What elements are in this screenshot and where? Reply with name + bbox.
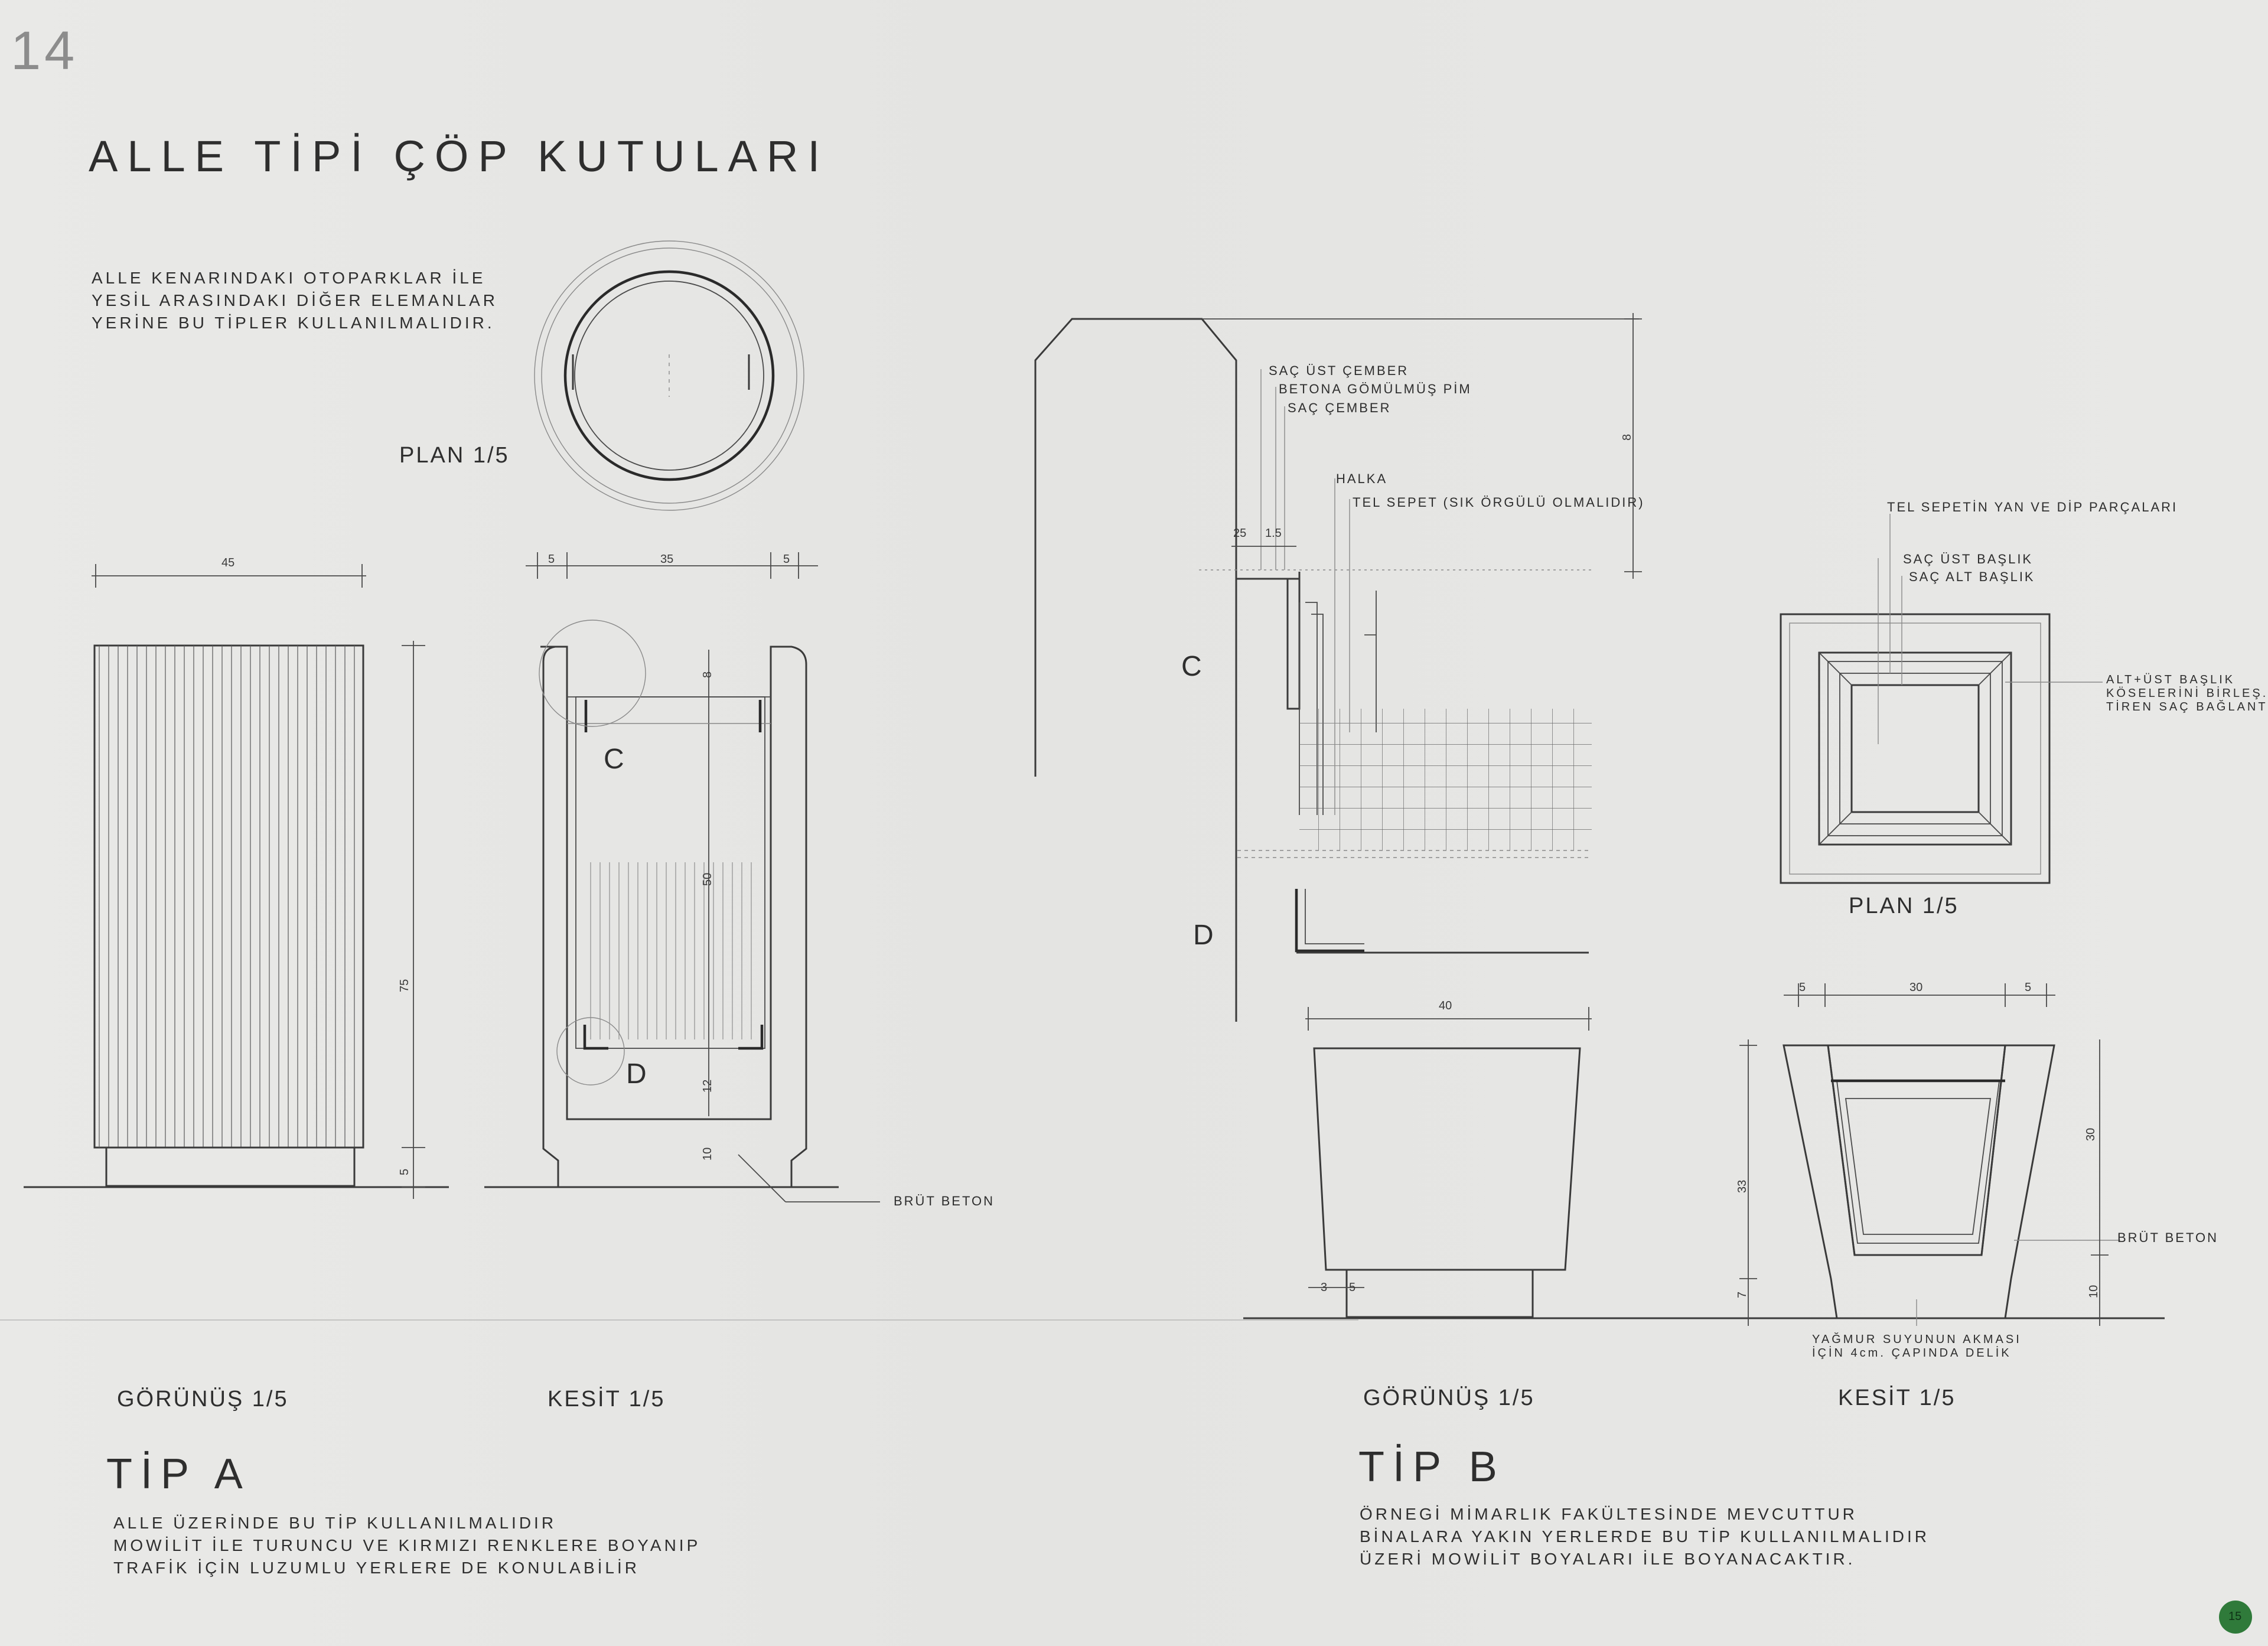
tip-b-dim-sec-h-outer: 33 bbox=[1736, 1179, 1749, 1193]
detail-c-label: C bbox=[1181, 651, 1202, 682]
tip-a-concrete-callout: BRÜT BETON bbox=[894, 1194, 995, 1208]
tip-b-heading: TİP B bbox=[1358, 1443, 1506, 1491]
tip-a-plan bbox=[534, 240, 804, 511]
tip-b-plan bbox=[1780, 514, 2103, 884]
tip-a-dim-sec-base: 10 bbox=[701, 1147, 714, 1161]
detail-dim-1: 25 bbox=[1233, 527, 1247, 540]
tip-b-top-cap-callout: SAÇ ÜST BAŞLIK bbox=[1903, 552, 2034, 566]
tip-b-dim-width: 40 bbox=[1439, 999, 1452, 1012]
tip-b-view-label: GÖRÜNÜŞ 1/5 bbox=[1363, 1386, 1535, 1410]
tip-b-section-label: KESİT 1/5 bbox=[1838, 1386, 1956, 1410]
tip-b-dim-sec-right: 5 bbox=[2025, 981, 2032, 994]
tip-a-dim-sec-inner: 50 bbox=[701, 872, 714, 886]
tip-a-dim-base: 5 bbox=[398, 1168, 411, 1175]
callout-sac-ust-cember: SAÇ ÜST ÇEMBER bbox=[1269, 363, 1409, 378]
archive-stamp-number: 15 bbox=[2228, 1610, 2242, 1623]
callout-tel-sepet: TEL SEPET (SIK ÖRGÜLÜ OLMALIDIR) bbox=[1353, 495, 1645, 510]
tip-a-heading: TİP A bbox=[106, 1451, 251, 1498]
tip-a-dim-height: 75 bbox=[398, 979, 411, 992]
tip-b-plan-label: PLAN 1/5 bbox=[1849, 894, 1959, 918]
detail-dim-2: 1.5 bbox=[1265, 527, 1282, 540]
tip-a-elevation bbox=[24, 564, 449, 1199]
tip-a-dim-sec-lower: 12 bbox=[701, 1079, 714, 1093]
tip-b-bottom-cap-callout: SAÇ ALT BAŞLIK bbox=[1909, 569, 2035, 584]
detail-d-label: D bbox=[1193, 920, 1214, 951]
tip-b-dim-foot-b: 5 bbox=[1349, 1281, 1356, 1294]
tip-a-dim-width: 45 bbox=[221, 556, 235, 569]
tip-b-drain-callout: YAĞMUR SUYUNUN AKMASI İÇİN 4cm. ÇAPINDA … bbox=[1812, 1333, 2022, 1360]
callout-sac-cember: SAÇ ÇEMBER bbox=[1288, 400, 1392, 415]
tip-a-view-label: GÖRÜNÜŞ 1/5 bbox=[117, 1387, 289, 1412]
callout-halka: HALKA bbox=[1336, 471, 1388, 486]
corner-sheet-number: 14 bbox=[11, 21, 79, 81]
tip-a-dim-sec-mid: 35 bbox=[660, 553, 674, 566]
detail-dim-3: 8 bbox=[1621, 433, 1634, 441]
tip-b-dim-sec-h-inner: 30 bbox=[2084, 1127, 2097, 1141]
tip-a-dim-sec-top: 8 bbox=[701, 671, 714, 678]
tip-b-dim-sec-base-right: 10 bbox=[2087, 1285, 2100, 1298]
tip-a-section-label: KESİT 1/5 bbox=[548, 1387, 666, 1412]
tip-a-dim-sec-right: 5 bbox=[783, 553, 790, 566]
tip-a-note: ALLE ÜZERİNDE BU TİP KULLANILMALIDIR MOW… bbox=[113, 1514, 701, 1577]
tip-b-dim-sec-left: 5 bbox=[1799, 981, 1806, 994]
archive-stamp bbox=[2219, 1601, 2252, 1634]
tip-b-corner-callout: ALT+ÜST BAŞLIK KÖSELERİNİ BİRLEŞ. TİREN … bbox=[2106, 673, 2268, 713]
tip-b-elevation bbox=[1243, 1007, 2165, 1319]
tip-b-dim-sec-mid: 30 bbox=[1909, 981, 1923, 994]
tip-b-basket-callout: TEL SEPETİN YAN VE DİP PARÇALARI bbox=[1887, 500, 2178, 514]
tip-a-plan-label: PLAN 1/5 bbox=[399, 443, 510, 468]
page-title: ALLE TİPİ ÇÖP KUTULARI bbox=[89, 132, 830, 181]
tip-b-concrete-callout: BRÜT BETON bbox=[2117, 1230, 2218, 1245]
intro-note: ALLE KENARINDAKI OTOPARKLAR İLE YESİL AR… bbox=[92, 269, 498, 332]
tip-a-section bbox=[484, 552, 880, 1202]
tip-a-detail-d-marker: D bbox=[626, 1058, 647, 1090]
tip-a-dim-sec-left: 5 bbox=[548, 553, 555, 566]
tip-b-dim-foot-a: 3 bbox=[1321, 1281, 1328, 1294]
detail-c-d bbox=[1034, 313, 1642, 1022]
tip-a-detail-c-marker: C bbox=[604, 744, 624, 775]
tip-b-dim-sec-base-left: 7 bbox=[1736, 1291, 1749, 1298]
tip-b-section bbox=[1739, 983, 2120, 1326]
tip-b-note: ÖRNEGİ MİMARLIK FAKÜLTESİNDE MEVCUTTUR B… bbox=[1360, 1505, 1930, 1568]
callout-betona-gomulmus-pim: BETONA GÖMÜLMÜŞ PİM bbox=[1279, 382, 1472, 396]
